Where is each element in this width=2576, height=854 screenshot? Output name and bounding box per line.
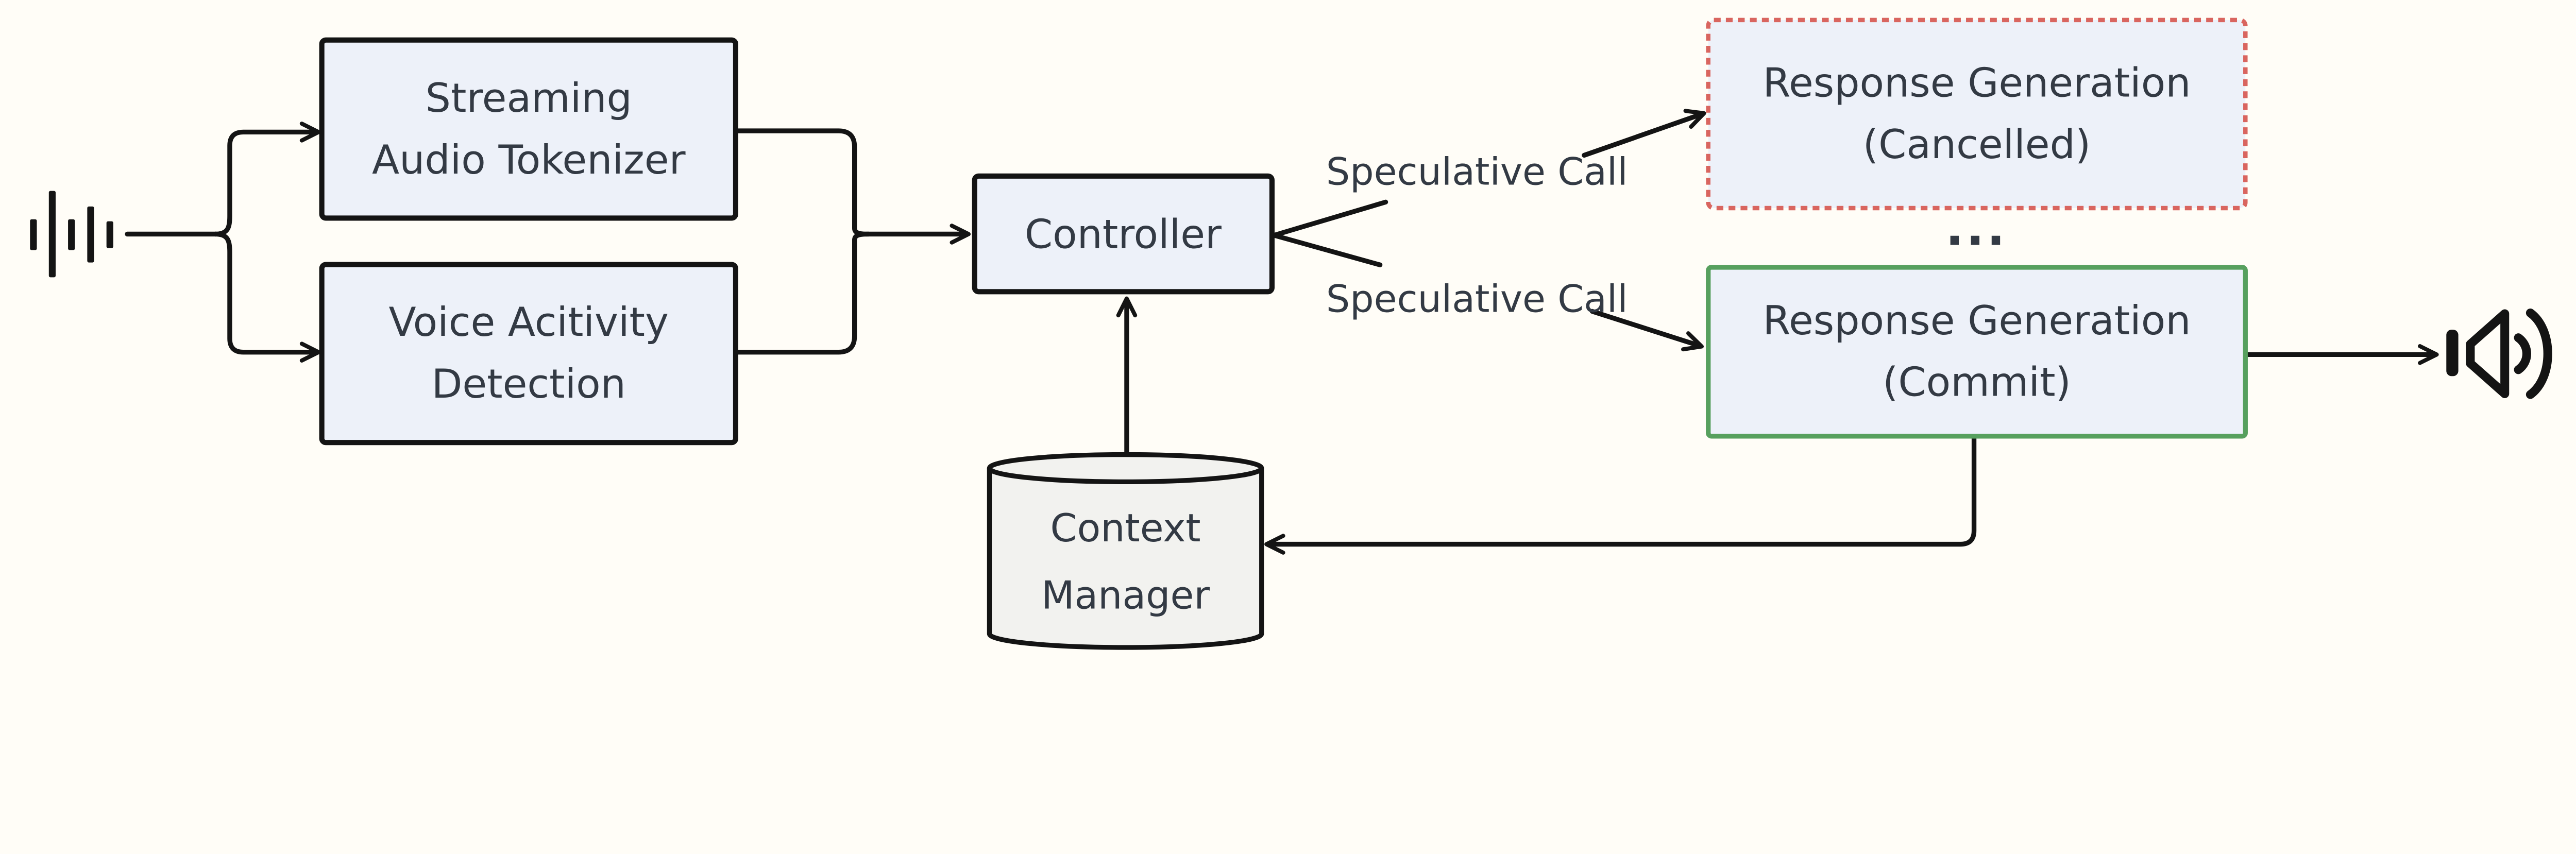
database-cylinder-top [987, 452, 1264, 485]
node-label: (Cancelled) [1863, 122, 2091, 168]
node-label: Response Generation [1762, 60, 2191, 107]
edge-commit-to-context [1264, 434, 1977, 555]
node-response-generation-cancelled: Response Generation (Cancelled) [1706, 18, 2248, 211]
audio-waveform-icon [30, 191, 113, 278]
node-label: Controller [1025, 211, 1222, 258]
diagram-canvas: Streaming Audio Tokenizer Voice Acitivit… [30, 18, 2552, 650]
node-voice-activity-detection: Voice Acitivity Detection [319, 262, 738, 446]
node-box [1706, 18, 2248, 211]
node-label: Detection [432, 361, 626, 407]
node-box [1706, 265, 2248, 439]
node-label: Context [1050, 506, 1201, 551]
edge-speculative-to-cancelled [1582, 109, 1706, 158]
node-label: Streaming [426, 75, 632, 122]
edge-fork-upper [1272, 199, 1388, 238]
node-box [972, 173, 1275, 295]
waveform-bar [30, 219, 37, 250]
waveform-bar [87, 206, 94, 263]
node-label: Audio Tokenizer [372, 137, 686, 183]
edge-fork-lower [1272, 233, 1383, 267]
waveform-bar [48, 191, 56, 278]
waveform-bar [68, 219, 75, 250]
node-label: Manager [1041, 573, 1210, 618]
node-response-generation-commit: Response Generation (Commit) [1706, 265, 2248, 439]
node-label: Voice Acitivity [389, 299, 669, 346]
speaker-wave-small [2514, 333, 2531, 374]
node-context-manager: Context Manager [987, 452, 1264, 650]
edge-tokenizer-to-controller [733, 128, 971, 245]
speaker-bar [2446, 330, 2459, 377]
edge-split-to-vad [213, 231, 321, 363]
edge-vad-to-merge [733, 231, 871, 355]
speaker-wave-large [2526, 308, 2552, 399]
node-label: (Commit) [1883, 360, 2071, 406]
node-label: Response Generation [1762, 298, 2191, 344]
edge-label-speculative-call-top: Speculative Call [1326, 150, 1628, 194]
node-box [319, 37, 738, 221]
edge-label-speculative-call-bottom: Speculative Call [1326, 278, 1628, 321]
edge-split-to-tokenizer [213, 122, 321, 237]
node-box [319, 262, 738, 446]
edge-speculative-to-commit [1589, 309, 1704, 352]
waveform-bar [106, 221, 113, 248]
node-streaming-audio-tokenizer: Streaming Audio Tokenizer [319, 37, 738, 221]
database-cylinder-body [987, 468, 1264, 650]
speaker-icon [2446, 308, 2552, 399]
speaker-cone [2466, 309, 2510, 398]
node-controller: Controller [972, 173, 1275, 295]
